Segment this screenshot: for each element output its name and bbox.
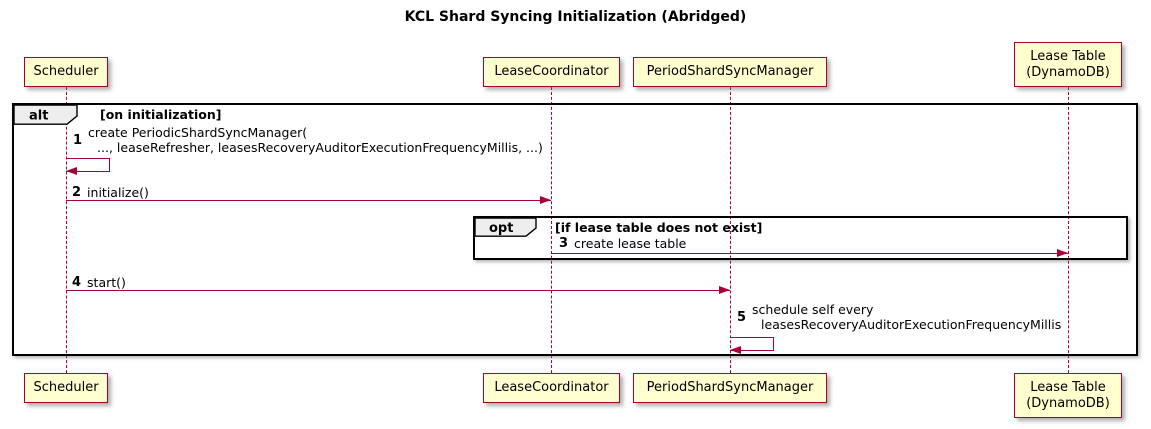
message-number: 4 <box>72 275 82 290</box>
participant-period-shard-sync-manager-bottom: PeriodShardSyncManager <box>633 373 827 403</box>
participant-label: LeaseCoordinator <box>494 380 609 395</box>
participant-label: Scheduler <box>33 64 99 79</box>
arrowhead <box>730 346 741 354</box>
lifeline-lease-coordinator <box>551 87 552 373</box>
operator-label: alt <box>29 109 48 124</box>
participant-label: PeriodShardSyncManager <box>646 380 814 395</box>
message-text: initialize() <box>87 185 149 200</box>
participant-lease-table-top: Lease Table (DynamoDB) <box>1014 42 1122 87</box>
lifeline-scheduler <box>66 87 67 373</box>
message-2-arrow <box>66 200 551 201</box>
lifeline-lease-table <box>1068 87 1069 373</box>
opt-frame: opt [if lease table does not exist] <box>473 216 1128 260</box>
message-5-label: 5 schedule self every leasesRecoveryAudi… <box>737 302 1061 332</box>
participant-lease-coordinator-top: LeaseCoordinator <box>483 57 620 87</box>
arrowhead <box>1057 249 1068 257</box>
opt-operator-tab: opt <box>475 218 537 237</box>
participant-period-shard-sync-manager-top: PeriodShardSyncManager <box>633 57 827 87</box>
arrowhead <box>719 286 730 294</box>
participant-lease-table-bottom: Lease Table (DynamoDB) <box>1014 373 1122 418</box>
arrowhead <box>540 196 551 204</box>
message-3-arrow <box>551 253 1068 254</box>
message-number: 1 <box>73 132 83 148</box>
message-4-arrow <box>66 290 730 291</box>
message-5-self-arrow <box>730 337 774 351</box>
message-text-line2: leasesRecoveryAuditorExecutionFrequencyM… <box>761 317 1062 332</box>
lifeline-period-shard-sync-manager <box>730 87 731 373</box>
message-text: start() <box>87 275 126 290</box>
participant-lease-coordinator-bottom: LeaseCoordinator <box>483 373 620 403</box>
participant-label: Lease Table <box>1030 379 1106 395</box>
participant-sublabel: (DynamoDB) <box>1026 395 1110 411</box>
message-text-line1: schedule self every <box>752 302 874 317</box>
participant-label: Scheduler <box>33 380 99 395</box>
participant-scheduler-top: Scheduler <box>24 57 108 87</box>
message-4-label: 4 start() <box>72 275 126 290</box>
message-text-line2: ..., leaseRefresher, leasesRecoveryAudit… <box>97 140 543 155</box>
operator-tab-shape <box>475 218 537 237</box>
participant-sublabel: (DynamoDB) <box>1026 64 1110 80</box>
participant-label: LeaseCoordinator <box>494 64 609 79</box>
alt-operator-tab: alt <box>14 105 78 125</box>
alt-condition-label: [on initialization] <box>100 107 222 122</box>
message-text-line1: create PeriodicShardSyncManager( <box>88 125 308 140</box>
message-3-label: 3 create lease table <box>559 236 686 251</box>
message-2-label: 2 initialize() <box>72 185 149 200</box>
operator-label: opt <box>489 221 513 236</box>
participant-label: Lease Table <box>1030 48 1106 64</box>
message-number: 5 <box>737 309 747 325</box>
participant-label: PeriodShardSyncManager <box>646 64 814 79</box>
message-1-self-arrow <box>66 158 110 172</box>
diagram-title: KCL Shard Syncing Initialization (Abridg… <box>404 9 747 25</box>
participant-scheduler-bottom: Scheduler <box>24 373 108 403</box>
message-number: 2 <box>72 185 82 200</box>
message-text: schedule self every leasesRecoveryAudito… <box>752 302 1061 332</box>
message-text: create lease table <box>574 236 687 251</box>
opt-condition-label: [if lease table does not exist] <box>555 220 763 235</box>
alt-frame: alt [on initialization] <box>12 103 1138 356</box>
arrowhead <box>66 167 77 175</box>
operator-tab-shape <box>14 105 78 125</box>
message-number: 3 <box>559 236 569 251</box>
message-text: create PeriodicShardSyncManager( ..., le… <box>88 125 543 155</box>
message-1-label: 1 create PeriodicShardSyncManager( ..., … <box>73 125 543 155</box>
